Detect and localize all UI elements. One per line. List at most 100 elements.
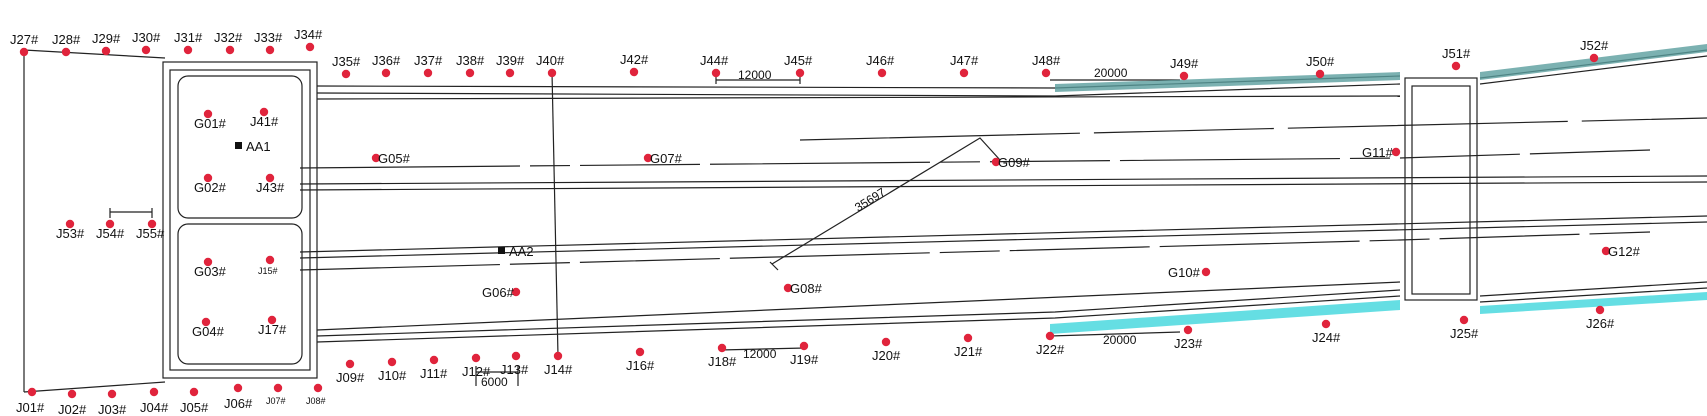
survey-point-label: G05# bbox=[378, 151, 411, 166]
survey-point-marker bbox=[1451, 61, 1461, 71]
survey-point-label: J14# bbox=[544, 362, 573, 377]
survey-point-marker bbox=[101, 46, 111, 56]
survey-point-marker bbox=[1601, 246, 1611, 256]
cyan-band-bottom bbox=[1050, 300, 1400, 334]
survey-point-marker bbox=[711, 68, 721, 78]
station-inner bbox=[169, 69, 311, 371]
track-line-1 bbox=[299, 149, 1651, 169]
survey-point-marker bbox=[273, 383, 283, 393]
survey-point-label: J42# bbox=[620, 52, 649, 67]
survey-point-label: J09# bbox=[336, 370, 365, 385]
survey-point-label: J53# bbox=[56, 226, 85, 241]
survey-point-marker bbox=[511, 351, 521, 361]
survey-point-label: J41# bbox=[250, 114, 279, 129]
survey-point-marker bbox=[201, 317, 211, 327]
teal-band-top bbox=[1055, 72, 1400, 92]
survey-point-marker bbox=[643, 153, 653, 163]
survey-point-label: J15# bbox=[258, 266, 278, 276]
dim-bottom-6000: 6000 bbox=[481, 375, 508, 389]
bottom-rail-1 bbox=[316, 295, 1401, 343]
survey-point-marker bbox=[1041, 68, 1051, 78]
survey-point-marker bbox=[61, 47, 71, 57]
dimension-labels: 12000 20000 12000 20000 6000 35697 bbox=[481, 66, 1137, 389]
survey-point-marker bbox=[19, 47, 29, 57]
survey-point-label: J52# bbox=[1580, 38, 1609, 53]
marker-aa2-label: AA2 bbox=[509, 244, 534, 259]
survey-point-marker bbox=[465, 68, 475, 78]
track-line-4 bbox=[299, 215, 1707, 253]
survey-point-label: J38# bbox=[456, 53, 485, 68]
diagonal-tick-1 bbox=[769, 261, 779, 271]
survey-point-marker bbox=[67, 389, 77, 399]
survey-point-marker bbox=[259, 107, 269, 117]
survey-point-label: J37# bbox=[414, 53, 443, 68]
survey-point-label: J40# bbox=[536, 53, 565, 68]
survey-point-label: J17# bbox=[258, 322, 287, 337]
survey-point-marker bbox=[313, 383, 323, 393]
survey-point-marker bbox=[511, 287, 521, 297]
dim-bar-top-12000 bbox=[715, 76, 801, 84]
survey-point-marker bbox=[141, 45, 151, 55]
survey-point-marker bbox=[635, 347, 645, 357]
survey-point-label: J33# bbox=[254, 30, 283, 45]
edge-bands bbox=[1050, 44, 1707, 334]
track-line-5 bbox=[299, 221, 1707, 259]
survey-point-label: J12# bbox=[462, 364, 491, 379]
cross-section-outer bbox=[1404, 77, 1478, 301]
bottom-rail-right-2 bbox=[1479, 281, 1707, 297]
survey-point-marker bbox=[233, 383, 243, 393]
survey-point-label: J23# bbox=[1174, 336, 1203, 351]
survey-point-marker bbox=[371, 153, 381, 163]
dim-diagonal: 35697 bbox=[852, 185, 888, 215]
survey-point-label: G02# bbox=[194, 180, 227, 195]
survey-point-label: J44# bbox=[700, 53, 729, 68]
survey-point-label: J04# bbox=[140, 400, 169, 415]
survey-point-marker bbox=[149, 387, 159, 397]
survey-point-label: J28# bbox=[52, 32, 81, 47]
survey-point-label: G12# bbox=[1608, 244, 1641, 259]
dim-bar-bottom-20000 bbox=[1049, 331, 1181, 337]
dim-bottom-12000: 12000 bbox=[743, 347, 777, 361]
survey-point-label: J45# bbox=[784, 53, 813, 68]
survey-point-label: J01# bbox=[16, 400, 45, 415]
survey-point-label: G10# bbox=[1168, 265, 1201, 280]
survey-point-label: J13# bbox=[500, 362, 529, 377]
diagonal-dimension-line bbox=[771, 137, 1001, 265]
survey-point-label: J03# bbox=[98, 402, 127, 416]
structure-outline bbox=[23, 49, 1707, 393]
top-rail-right-2 bbox=[1479, 55, 1707, 85]
survey-point-label: J25# bbox=[1450, 326, 1479, 341]
top-boundary-left bbox=[23, 49, 166, 59]
survey-point-marker bbox=[717, 343, 727, 353]
survey-point-label: J20# bbox=[872, 348, 901, 363]
survey-point-marker bbox=[305, 42, 315, 52]
survey-point-marker bbox=[203, 109, 213, 119]
dim-bar-left bbox=[109, 208, 153, 218]
survey-point-label: J24# bbox=[1312, 330, 1341, 345]
survey-point-label: J36# bbox=[372, 53, 401, 68]
survey-point-label: J22# bbox=[1036, 342, 1065, 357]
survey-point-label: J30# bbox=[132, 30, 161, 45]
survey-point-marker bbox=[963, 333, 973, 343]
survey-point-marker bbox=[65, 219, 75, 229]
track-line-6 bbox=[299, 231, 1651, 271]
survey-point-marker bbox=[1315, 69, 1325, 79]
dim-bottom-20000: 20000 bbox=[1103, 333, 1137, 347]
survey-point-marker bbox=[203, 257, 213, 267]
survey-point-label: J26# bbox=[1586, 316, 1615, 331]
survey-point-marker bbox=[783, 283, 793, 293]
survey-point-label: J49# bbox=[1170, 56, 1199, 71]
survey-point-label: J35# bbox=[332, 54, 361, 69]
survey-point-label: J48# bbox=[1032, 53, 1061, 68]
survey-point-label: J46# bbox=[866, 53, 895, 68]
survey-point-marker bbox=[189, 387, 199, 397]
survey-point-label: J39# bbox=[496, 53, 525, 68]
top-rail-2 bbox=[316, 83, 1401, 97]
survey-point-marker bbox=[505, 68, 515, 78]
station-outer bbox=[162, 61, 318, 379]
survey-point-marker bbox=[1201, 267, 1211, 277]
survey-point-marker bbox=[471, 353, 481, 363]
survey-point-label: G08# bbox=[790, 281, 823, 296]
track-line-7 bbox=[799, 117, 1707, 141]
